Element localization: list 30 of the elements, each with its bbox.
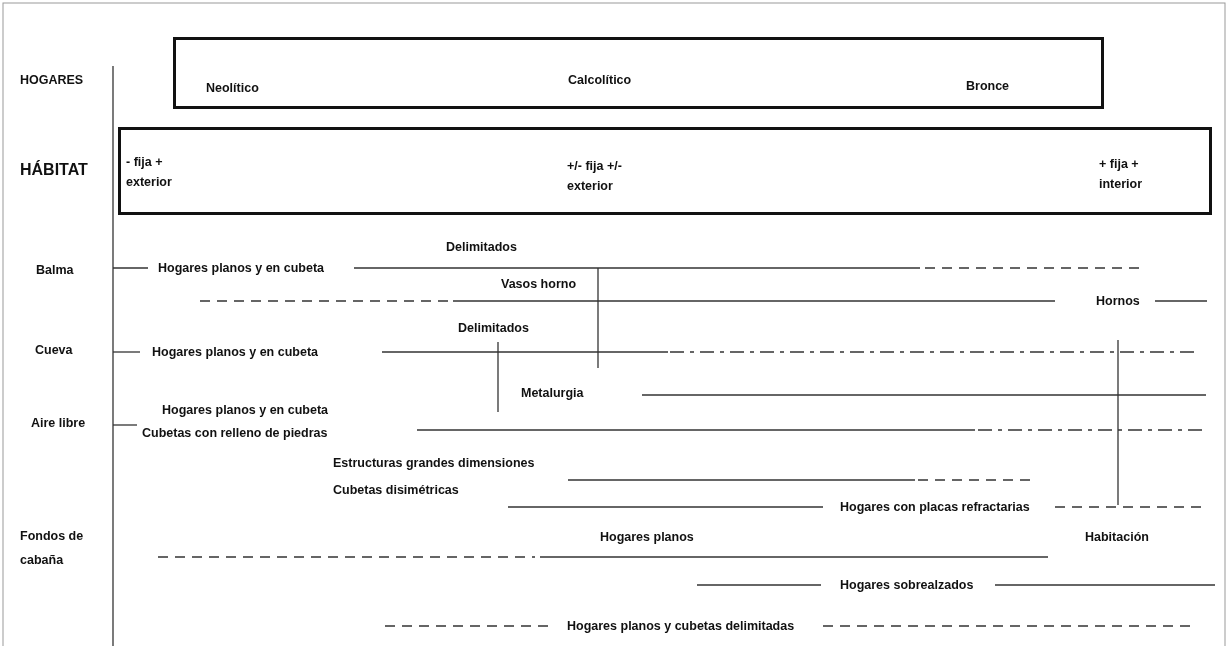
- row-heading: Cueva: [35, 342, 73, 358]
- feature-label: Cubetas disimétricas: [333, 482, 459, 498]
- feature-label: Delimitados: [446, 239, 517, 255]
- period-label: Calcolítico: [568, 72, 632, 89]
- period-label: - fija + exterior: [126, 154, 173, 191]
- period-box: [173, 37, 1104, 109]
- feature-label: Delimitados: [458, 320, 529, 336]
- feature-label: Habitación: [1085, 529, 1149, 545]
- feature-label: Hogares planos y cubetas delimitadas: [567, 618, 795, 634]
- feature-label: Hogares sobrealzados: [840, 577, 974, 593]
- feature-label: Vasos horno: [501, 276, 577, 292]
- feature-label: Hogares planos y en cubeta: [158, 260, 325, 276]
- feature-label: Estructuras grandes dimensiones: [333, 455, 535, 471]
- period-label: Bronce: [966, 78, 1010, 95]
- feature-label: Hogares con placas refractarias: [840, 499, 1030, 515]
- period-label: Neolítico: [206, 80, 259, 97]
- feature-label: Cubetas con relleno de piedras: [142, 425, 328, 441]
- feature-label: Hogares planos y en cubeta: [152, 344, 319, 360]
- feature-label: Hogares planos y en cubeta: [162, 402, 329, 418]
- row-heading: HOGARES: [20, 72, 84, 88]
- feature-label: Hornos: [1096, 293, 1140, 309]
- feature-label: Metalurgia: [521, 385, 584, 401]
- row-heading: Aire libre: [31, 415, 86, 431]
- row-heading: Balma: [36, 262, 74, 278]
- feature-label: Hogares planos: [600, 529, 694, 545]
- period-box: [118, 127, 1212, 215]
- row-heading: HÁBITAT: [20, 162, 88, 178]
- period-label: + fija + interior: [1099, 156, 1144, 193]
- period-label: +/- fija +/- exterior: [567, 158, 623, 195]
- row-heading: Fondos de cabaña: [20, 528, 85, 569]
